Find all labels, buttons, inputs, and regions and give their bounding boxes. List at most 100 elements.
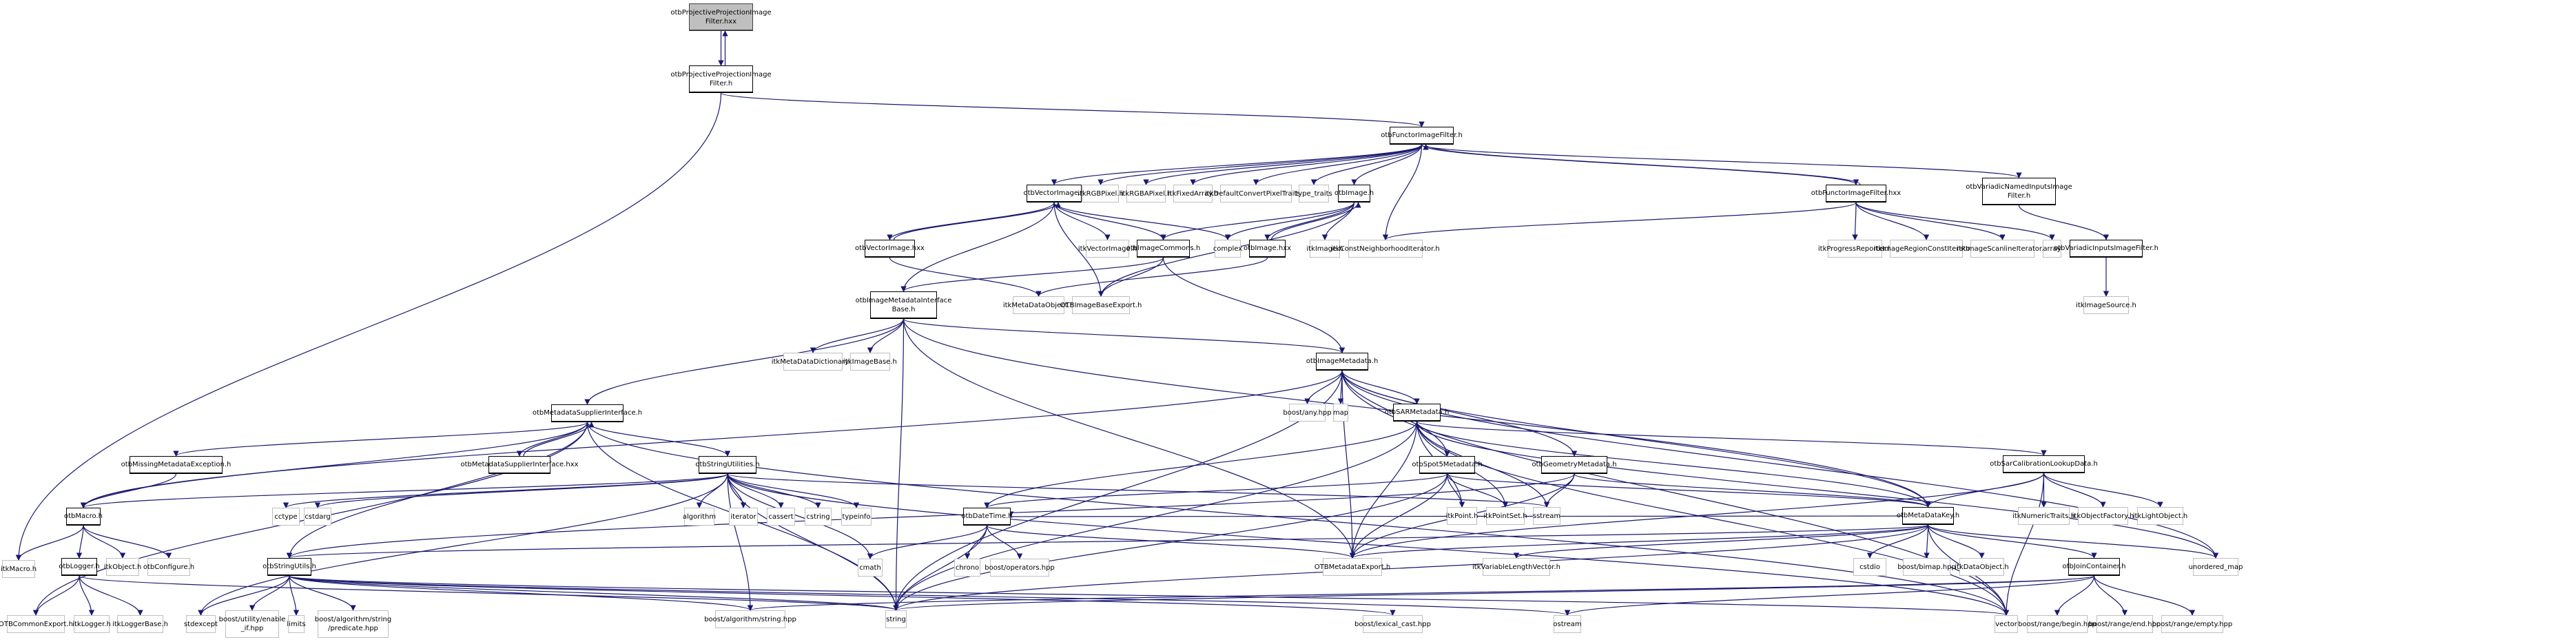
edge-strutils-to-ostream [289,575,1570,616]
graph-node-rangeempty: boost/range/empty.hpp [2152,615,2232,633]
graph-node-missingmd[interactable]: otbMissingMetadataException.h [121,456,231,474]
graph-node-cassert: cassert [767,508,795,526]
graph-node-strutilities[interactable]: otbStringUtilities.h [695,456,760,474]
graph-node-geommd[interactable]: otbGeometryMetadata.h [1532,456,1617,474]
graph-node-pph[interactable]: otbProjectiveProjectionImage Filter.h [670,65,772,93]
edge-strutilities-to-cmath [727,473,874,559]
graph-node-mdexport: OTBMetadataExport.h [1315,558,1390,576]
graph-node-vector: vector [1995,615,2018,633]
edge-mdkey-to-cstdio [1866,524,1929,559]
graph-node-joincont[interactable]: otbJoinContainer.h [2062,558,2126,576]
edge-sarmd-to-datetime [984,421,1418,508]
graph-node-numtraits: itkNumericTraits.h [2012,507,2075,525]
graph-node-spot5[interactable]: otbSpot5Metadata.h [1412,456,1483,474]
edge-strutils-to-stdexcept [198,575,290,616]
graph-node-root[interactable]: otbProjectiveProjectionImage Filter.hxx [670,3,772,31]
edge-mdibase-to-mdsupplier [584,318,905,405]
graph-node-cctype: cctype [272,508,300,526]
graph-node-otbmacro[interactable]: otbMacro.h [64,508,103,526]
edge-pph-to-itkMacro [15,92,722,561]
graph-node-vecimg[interactable]: otbVectorImage.h [1023,185,1085,203]
graph-node-varlenvec: itkVariableLengthVector.h [1472,558,1560,576]
graph-node-string: string [885,610,907,628]
edge-joincont-to-rangebegin [2054,575,2095,616]
graph-node-objfactory: itkObjectFactory.h [2072,507,2134,525]
graph-node-mdsupplier[interactable]: otbMetadataSupplierInterface.h [533,404,642,422]
edge-mdibase-to-imgbase [867,318,905,353]
graph-node-metadataobj: itkMetaDataObject.h [1003,296,1074,314]
graph-node-otblogger[interactable]: otbLogger.h [59,558,100,576]
graph-node-imgbaseexport: OTBImageBaseExport.h [1060,296,1142,314]
graph-node-algorithm: algorithm [683,508,716,526]
graph-node-typeinfo: typeinfo [841,508,872,526]
graph-node-functorhxx[interactable]: otbFunctorImageFilter.hxx [1811,185,1901,203]
edge-functor-to-typetraits [1310,144,1423,185]
graph-node-regionconst: itkImageRegionConstIterator.h [1874,240,1979,258]
edge-functor-to-rgba [1143,144,1423,185]
edge-sarmd-to-sstream [1416,421,1550,508]
graph-node-otbimg[interactable]: otbImage.h [1335,185,1374,203]
edge-sarcal-to-mdexport [1349,473,2045,559]
graph-node-datetime[interactable]: otbDateTime.h [961,508,1013,526]
graph-node-functor[interactable]: otbFunctorImageFilter.h [1381,127,1463,145]
graph-node-otbimghxx[interactable]: otbImage.hxx [1244,240,1291,258]
edge-mdsupplier-to-missingmd [173,422,588,457]
edge-otbimg-to-otbimghxx [1264,202,1355,240]
edge-strutilities-to-string [727,473,899,611]
edge-strutils-to-limits [289,575,300,616]
graph-node-lexcast: boost/lexical_cast.hpp [1354,615,1431,633]
graph-node-sarcal[interactable]: otbSarCalibrationLookupData.h [1990,455,2098,473]
edge-mdkey-to-dataobj [1927,524,1985,559]
edge-mdsupplier-to-strutilities [586,422,731,457]
edge-missingmd-to-otbmacro [80,473,177,508]
edge-imgcommons-to-imgbaseexport [1098,257,1164,297]
graph-node-strutils[interactable]: otbStringUtils.h [262,558,316,576]
graph-node-ostream: ostream [1553,615,1582,633]
edge-otbimghxx-to-metadataobj [1035,257,1268,297]
edge-mdibase-to-mdexport [903,318,1356,559]
graph-node-vecimghxx[interactable]: otbVectorImage.hxx [855,240,925,258]
edge-otbimg-to-complex [1224,202,1355,240]
edge-strutils-to-string [289,575,899,611]
graph-node-rangeend: boost/range/end.hpp [2089,615,2161,633]
graph-node-cmath: cmath [858,559,883,577]
graph-node-lightobj: itkLightObject.h [2133,507,2187,525]
graph-node-variadicinputs[interactable]: otbVariadicInputsImageFilter.h [2054,240,2158,258]
graph-node-imgcommons[interactable]: otbImageCommons.h [1126,240,1200,258]
edge-sarcal-to-lightobj [2043,473,2163,508]
edge-vecimg-to-mdibase [900,202,1055,292]
edge-otblogger-to-commonexport [32,575,80,616]
graph-node-itkimg: itkImage.h [1306,240,1343,258]
edge-otbimghxx-to-otbimg [1270,202,1361,240]
graph-node-unorderedmap: unordered_map [2189,558,2243,576]
edge-vecimg-to-vecimghxx [887,202,1055,240]
graph-node-complex: complex [1213,240,1242,258]
edge-joincont-to-rangeend [2093,575,2128,616]
graph-node-sarmd[interactable]: otbSARMetadata.h [1385,404,1449,422]
edge-imgmetadata-to-mdexport [1341,370,1356,559]
edge-spot5-to-datetime [984,473,1448,508]
graph-node-rgb: itkRGBPixel.h [1078,185,1124,203]
graph-node-variadicnamed[interactable]: otbVariadicNamedInputsImage Filter.h [1966,178,2072,205]
edge-pph-to-functor [720,92,1425,127]
graph-node-imgsource: itkImageSource.h [2076,296,2136,314]
edge-otbimg-to-imgcommons [1160,202,1355,240]
graph-node-mdsupplierhxx[interactable]: otbMetadataSupplierInterface.hxx [460,456,579,474]
edge-imgmetadata-to-sarmd [1341,370,1420,404]
graph-node-mdkey[interactable]: otbMetaDataKey.h [1897,507,1959,525]
graph-node-mdibase[interactable]: otbImageMetadataInterface Base.h [856,291,951,319]
graph-node-imgbase: itkImageBase.h [843,353,897,371]
edge-functorhxx-to-regionconst [1855,202,1930,240]
graph-node-itkobject: itkObject.h [104,558,141,576]
edge-strutils-to-enableif [249,575,290,611]
graph-node-enableif: boost/utility/enable _if.hpp [219,610,285,638]
edge-otblogger-to-loggerbase [79,575,143,616]
edge-mdkey-to-mdexport [1350,524,1929,559]
edge-vecimghxx-to-metadataobj [889,257,1042,297]
edge-joincont-to-boostalgstr [748,575,2095,611]
graph-node-progress: itkProgressReporter.h [1818,240,1892,258]
edge-strutilities-to-boostalgstr [727,473,754,611]
edge-strutilities-to-cctype [283,473,728,508]
graph-node-imgmetadata[interactable]: otbImageMetadata.h [1306,353,1378,371]
edge-sarmd-to-sarcal [1416,421,2047,456]
